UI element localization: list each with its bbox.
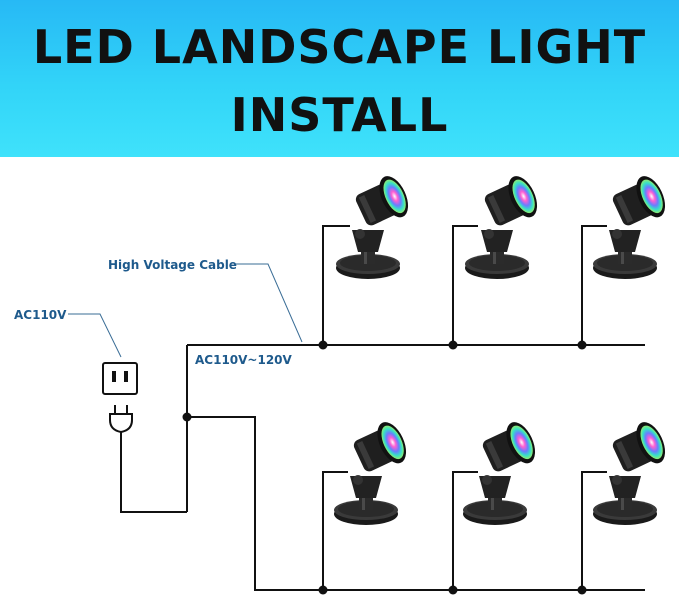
high-voltage-cable-label: High Voltage Cable xyxy=(108,258,237,272)
voltage-range-label: AC110V~120V xyxy=(195,353,292,367)
label-leaders xyxy=(68,263,303,358)
source-voltage-label: AC110V xyxy=(14,308,67,322)
junction-dots xyxy=(182,340,587,595)
plug-icon xyxy=(109,405,133,434)
wires xyxy=(120,225,645,591)
title-line-1: LED LANDSCAPE LIGHT xyxy=(32,20,647,74)
title-line-2: INSTALL xyxy=(230,88,449,142)
header-banner: LED LANDSCAPE LIGHT INSTALL xyxy=(0,0,679,157)
wall-outlet-icon xyxy=(102,362,138,395)
